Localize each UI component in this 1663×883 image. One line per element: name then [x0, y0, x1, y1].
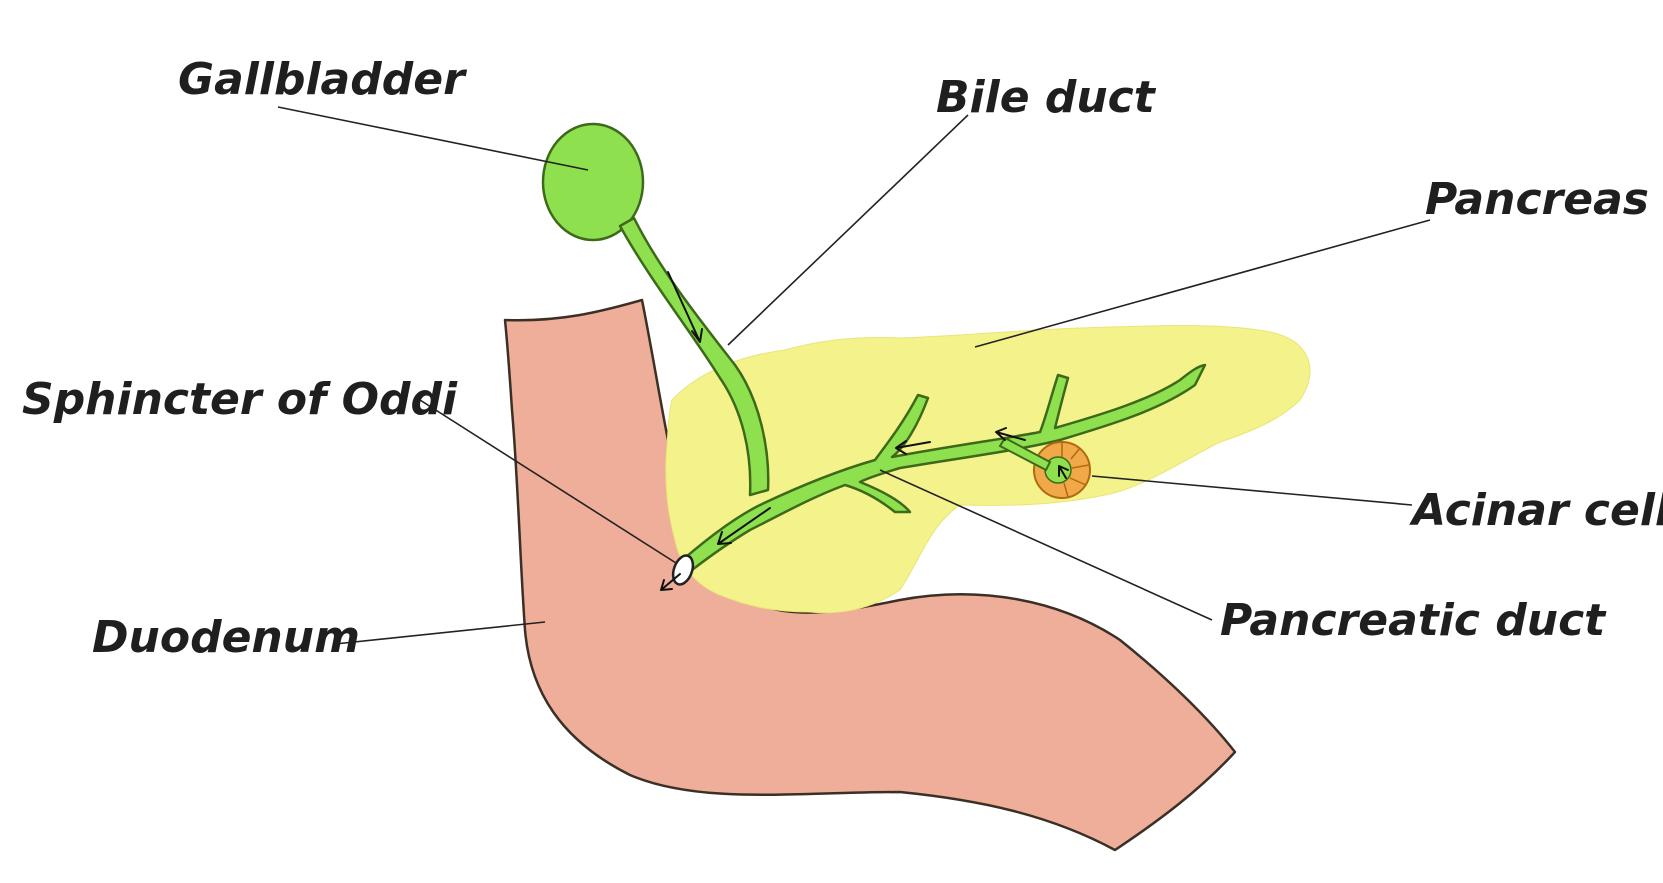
gallbladder-label: Gallbladder: [178, 54, 467, 105]
common-duct-flow-arrow: [717, 507, 771, 545]
sphincter-leader: [419, 399, 677, 564]
duodenum-leader: [334, 621, 546, 645]
pancreatic-duct-shape: [678, 363, 1207, 572]
acinar-flow-arrow: [1058, 465, 1069, 479]
pancreas-label: Pancreas: [1425, 174, 1649, 225]
bile-duct-shape: [618, 216, 770, 497]
sphincter-of-oddi-shape: [671, 554, 695, 586]
gallbladder-shape: [541, 122, 645, 242]
acinar-cell-segments: [1061, 442, 1090, 498]
sphincter-of-oddi-label: Sphincter of Oddi: [22, 374, 458, 425]
outflow-arrow: [660, 573, 681, 591]
acinar-duct: [998, 436, 1052, 472]
bile-duct-leader: [727, 114, 969, 346]
acinar-cell-leader: [1091, 475, 1413, 506]
pancreatic-duct-label: Pancreatic duct: [1220, 595, 1607, 646]
branch-flow-arrow: [995, 427, 1026, 441]
pancreas-leader: [974, 219, 1431, 348]
gallbladder-leader: [277, 106, 589, 171]
duodenum-label: Duodenum: [92, 612, 360, 663]
pancreatic-duct-leader: [879, 469, 1213, 621]
acinar-cell-label: Acinar cell: [1409, 485, 1663, 536]
bile-flow-arrow: [667, 271, 703, 343]
bile-duct-label: Bile duct: [936, 72, 1157, 123]
pancreatic-flow-arrow: [895, 440, 931, 455]
